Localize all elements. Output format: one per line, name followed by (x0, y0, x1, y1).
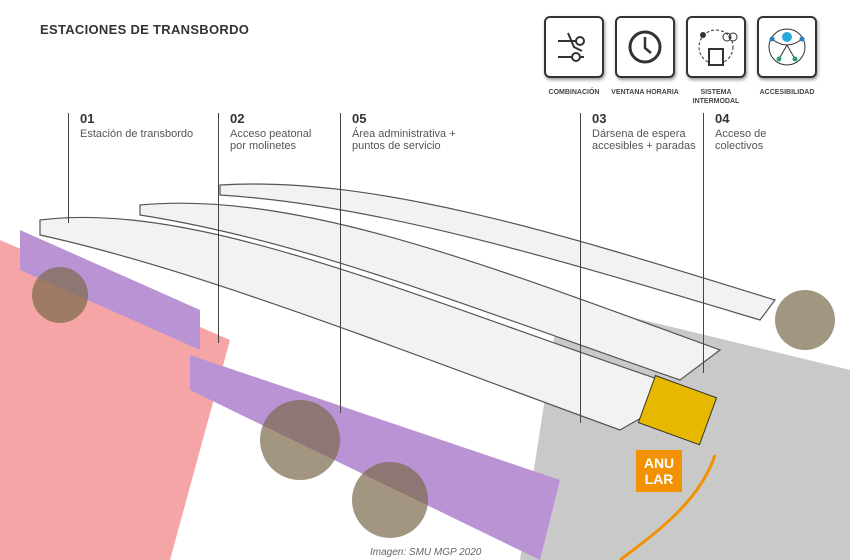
trees (32, 267, 835, 538)
image-credit: Imagen: SMU MGP 2020 (370, 547, 482, 558)
building-left (20, 230, 200, 350)
feature-combinacion: COMBINACIÓN (544, 16, 604, 106)
leader-line-01 (68, 113, 69, 223)
clock-icon (615, 16, 675, 78)
page-title: ESTACIONES DE TRANSBORDO (40, 22, 250, 37)
feature-accesibilidad: ACCESIBILIDAD (757, 16, 817, 106)
leader-line-02 (218, 113, 219, 343)
anular-logo: ANU LAR (636, 450, 682, 492)
canopies (39, 183, 776, 431)
feature-ventana-horaria: VENTANA HORARIA (611, 16, 679, 106)
feature-intermodal: SISTEMA INTERMODAL (686, 16, 746, 106)
leader-line-03 (580, 113, 581, 423)
feature-icons: COMBINACIÓN VENTANA HORARIA SISTEMA INTE… (544, 16, 817, 106)
leader-line-05 (340, 113, 341, 413)
intermodal-icon (686, 16, 746, 78)
combinacion-icon (544, 16, 604, 78)
accessibility-icon (757, 16, 817, 78)
bus-route-arrow (619, 454, 717, 560)
leader-line-04 (703, 113, 704, 373)
bus (637, 374, 718, 446)
